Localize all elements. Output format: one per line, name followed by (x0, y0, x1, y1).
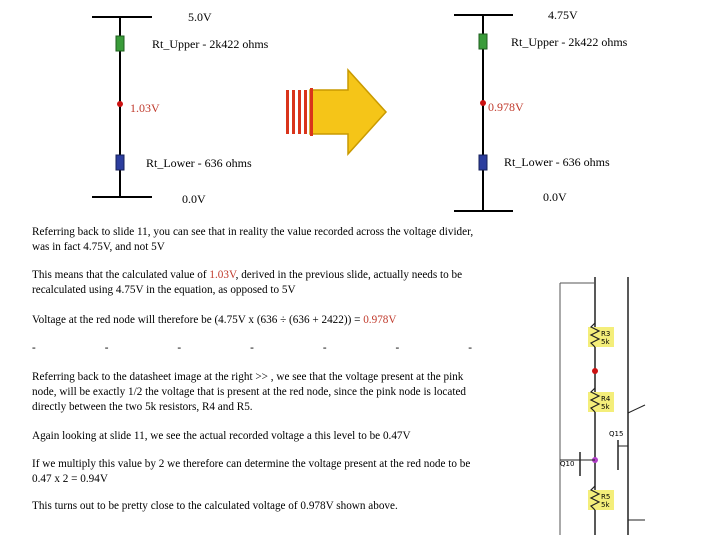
arrow-icon (286, 68, 388, 156)
r5-resistor (589, 485, 601, 511)
calculated-value: 1.03V (209, 269, 236, 281)
equation-result: 0.978V (363, 314, 397, 326)
left-upper-resistor-label: Rt_Upper - 2k422 ohms (152, 37, 269, 51)
left-circuit (92, 16, 152, 198)
separator-dash: - (468, 342, 472, 354)
left-top-voltage: 5.0V (188, 10, 212, 24)
left-lower-resistor-label: Rt_Lower - 636 ohms (146, 156, 252, 170)
paragraph-conclusion: This turns out to be pretty close to the… (32, 500, 398, 512)
separator-dash: - (322, 342, 327, 354)
right-lower-resistor-label: Rt_Lower - 636 ohms (504, 155, 610, 169)
right-circuit (454, 14, 513, 212)
right-node-voltage: 0.978V (488, 100, 524, 114)
separator-row: - - - - - - - (32, 341, 472, 356)
r3-highlight (588, 327, 614, 347)
r3-resistor (589, 322, 601, 348)
paragraph-recorded-voltage: Again looking at slide 11, we see the ac… (32, 430, 411, 442)
r4-resistor (589, 387, 601, 413)
q10-label: Q10 (560, 460, 574, 468)
left-bottom-voltage: 0.0V (182, 192, 206, 206)
r4-highlight (588, 392, 614, 412)
separator-dash: - (104, 342, 109, 354)
r3-value: 5k (601, 338, 610, 346)
separator-dash: - (250, 342, 254, 354)
equation-text: Voltage at the red node will therefore b… (32, 314, 364, 326)
right-upper-resistor-label: Rt_Upper - 2k422 ohms (511, 35, 628, 49)
separator-dash: - (177, 342, 182, 354)
r3-ref: R3 (601, 330, 610, 338)
paragraph-equation: Voltage at the red node will therefore b… (32, 313, 477, 328)
left-lower-resistor (115, 154, 125, 171)
paragraph-slide-reference: Referring back to slide 11, you can see … (32, 226, 474, 253)
q15-label: Q15 (609, 430, 623, 438)
paragraph-recalculate: This means that the calculated value of … (32, 268, 477, 298)
datasheet-image: R3 5k R4 5k Q15 Q10 R5 5k (559, 277, 646, 535)
r5-ref: R5 (601, 493, 610, 501)
paragraph-datasheet: Referring back to the datasheet image at… (32, 371, 467, 413)
paragraph-recalculate-end: , derived in the previous slide, actuall… (32, 269, 463, 296)
left-red-node (117, 101, 123, 107)
right-upper-resistor (478, 33, 488, 50)
left-node-voltage: 1.03V (130, 101, 160, 115)
r5-highlight (588, 490, 614, 510)
paragraph-multiply: If we multiply this value by 2 we theref… (32, 458, 471, 485)
r5-value: 5k (601, 501, 610, 509)
right-red-node (480, 100, 486, 106)
r4-ref: R4 (601, 395, 611, 403)
separator-dash: - (395, 342, 400, 354)
datasheet-red-node (592, 368, 598, 374)
left-upper-resistor (115, 35, 125, 52)
right-lower-resistor (478, 154, 488, 171)
r4-value: 5k (601, 403, 610, 411)
right-top-voltage: 4.75V (548, 8, 578, 22)
paragraph-recalculate-start: This means that the calculated value of (32, 269, 210, 281)
separator-dash: - (32, 342, 36, 354)
right-bottom-voltage: 0.0V (543, 190, 567, 204)
